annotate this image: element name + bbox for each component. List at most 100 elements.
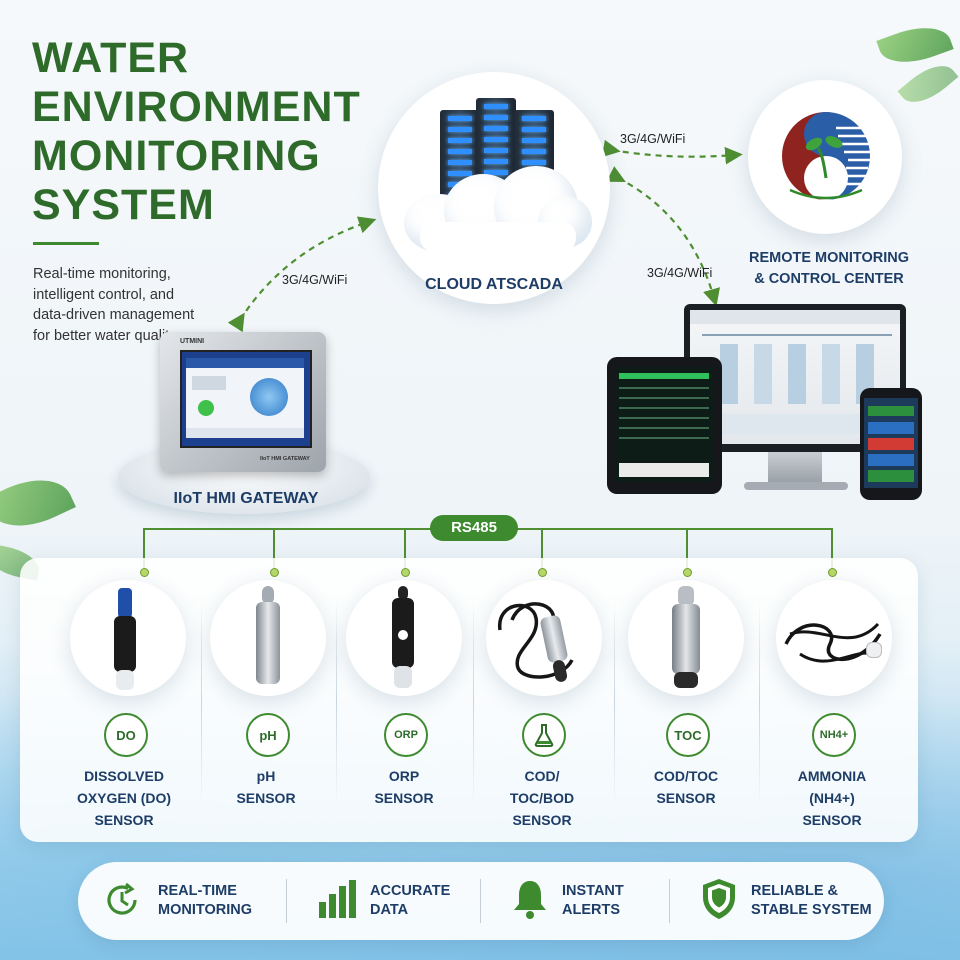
sensor-name-line: AMMONIA [797,768,867,784]
title-line: WATER [32,34,190,82]
bar-chart-icon [319,880,356,918]
sensor-divider [759,598,760,806]
intro-text: Real-time monitoring, intelligent contro… [33,266,195,344]
feature-divider [669,879,670,923]
feature-line: INSTANT [562,883,624,899]
remote-center-node [748,80,902,234]
sensor-ammonia-icon: NH4+ [812,713,856,757]
monitor-base [744,482,848,490]
bus-node-dot [270,568,279,577]
sensor-name-line: SENSOR [94,812,154,828]
bus-drop [143,528,145,570]
bus-drop [273,528,275,570]
monitor-stand [768,452,822,482]
sensor-ammonia-name: AMMONIA (NH4+) SENSOR [767,765,897,831]
bus-drop [541,528,543,570]
sensor-cod-toc-image [628,580,744,696]
cloud-label: CLOUD ATSCADA [425,276,563,293]
sensor-name-line: SENSOR [802,812,862,828]
clock-icon [107,882,137,915]
sensor-name-line: SENSOR [656,790,716,806]
feature-realtime-text: REAL-TIME MONITORING [158,882,252,920]
feature-line: RELIABLE & [751,883,838,899]
remote-center-label-line: REMOTE MONITORING [748,250,910,266]
sensor-orp-icon: ORP [384,713,428,757]
arrow-gateway-cloud [227,216,377,333]
sensor-divider [614,598,615,806]
feature-bar [78,862,884,940]
bus-drop [404,528,406,570]
sensor-do-name: DISSOLVED OXYGEN (DO) SENSOR [59,765,189,831]
bus-drop [831,528,833,570]
sensor-ph-icon: pH [246,713,290,757]
title-line: SYSTEM [32,181,215,229]
sensor-name-line: TOC/BOD [509,790,575,806]
sensor-divider [201,598,202,806]
bus-drop [686,528,688,570]
gateway-device: UTMINI IIoT HMI GATEWAY [160,332,326,472]
remote-center-logo [782,112,870,200]
feature-line: REAL-TIME [158,883,237,899]
connection-arrows [227,139,743,333]
shield-check-icon [703,879,735,919]
bus-node-dot [828,568,837,577]
sensor-cod-toc-icon: TOC [666,713,710,757]
feature-line: MONITORING [158,902,252,918]
feature-line: ACCURATE [370,883,451,899]
sensor-cod-toc-name: COD/TOC SENSOR [621,765,751,809]
sensor-name-line: SENSOR [236,790,296,806]
gateway-label: IIoT HMI GATEWAY [173,490,319,507]
title-line: MONITORING [32,132,321,180]
feature-accurate-text: ACCURATE DATA [370,882,450,920]
sensor-name-line: SENSOR [512,812,572,828]
rs485-label: RS485 [430,515,518,541]
sensor-ph-image [210,580,326,696]
remote-center-label-line: & CONTROL CENTER [754,271,904,287]
sensor-ph-name: pH SENSOR [201,765,331,809]
sensor-orp-image [346,580,462,696]
sensor-name-line: pH [256,768,276,784]
sensor-cod-toc-bod-icon [522,713,566,757]
bus-node-dot [683,568,692,577]
arrow-cloud-devices [606,166,721,307]
bus-node-dot [401,568,410,577]
sensor-do-image [70,580,186,696]
sensor-name-line: SENSOR [374,790,434,806]
sensor-ammonia-image [776,580,892,696]
bell-icon [514,881,546,919]
remote-center-label: REMOTE MONITORING & CONTROL CENTER [726,248,932,290]
gateway-tag-text: IIoT HMI GATEWAY [260,456,310,462]
feature-divider [480,879,481,923]
sensor-name-line: (NH4+) [809,790,855,806]
tablet-device [607,357,722,494]
gateway-screen [180,350,312,448]
link-label-cloud-devices: 3G/4G/WiFi [647,266,713,280]
gateway-brand-text: UTMINI [180,338,205,345]
page-title: WATER ENVIRONMENT MONITORING SYSTEM [32,34,372,230]
bus-node-dot [140,568,149,577]
feature-line: DATA [370,902,409,918]
sensor-do-icon: DO [104,713,148,757]
sensor-cod-toc-bod-name: COD/ TOC/BOD SENSOR [477,765,607,831]
feature-alerts-text: INSTANT ALERTS [562,882,624,920]
feature-line: ALERTS [562,902,620,918]
sensor-name-line: COD/ [524,768,560,784]
smartphone-device [860,388,922,500]
title-line: ENVIRONMENT [32,83,361,131]
feature-divider [286,879,287,923]
sensor-divider [336,598,337,806]
sensor-orp-name: ORP SENSOR [339,765,469,809]
sensor-name-line: COD/TOC [653,768,719,784]
link-label-cloud-remote: 3G/4G/WiFi [620,132,686,146]
title-underline [33,242,99,245]
feature-reliable-text: RELIABLE & STABLE SYSTEM [751,882,872,920]
sensor-name-line: DISSOLVED [84,768,164,784]
bus-node-dot [538,568,547,577]
link-label-gateway-cloud: 3G/4G/WiFi [282,273,348,287]
sensor-divider [473,598,474,806]
feature-line: STABLE SYSTEM [751,902,872,918]
cloud-icon [398,160,594,256]
sensor-name-line: ORP [388,768,420,784]
sensor-cod-toc-bod-image [486,580,602,696]
sensor-name-line: OXYGEN (DO) [76,790,172,806]
